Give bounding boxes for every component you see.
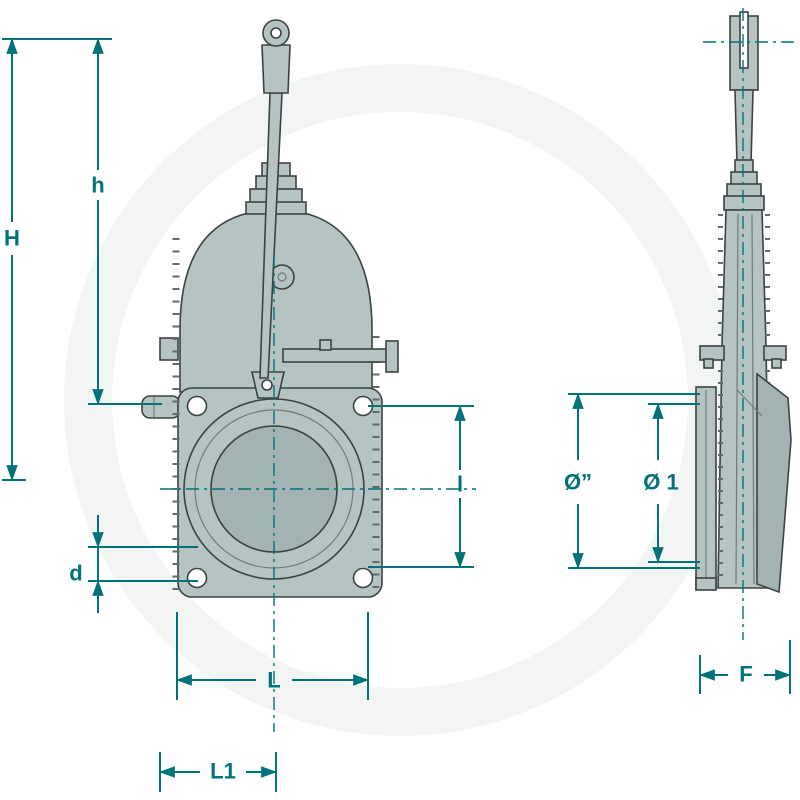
dimension-L1: L1 <box>158 752 278 792</box>
dimension-label-L: L <box>267 668 280 693</box>
side-bracket-bolt <box>703 358 714 369</box>
lever-grip <box>261 44 291 94</box>
side-flange-foot <box>695 577 717 591</box>
stem-rod <box>734 89 754 165</box>
dimension-label-H: H <box>4 226 20 251</box>
dimension-label-F: F <box>739 662 752 687</box>
wedge-detail-line <box>736 389 763 417</box>
side-body-line <box>735 213 739 585</box>
dimension-label-dia-1: Ø 1 <box>643 470 678 495</box>
dimension-H: H <box>2 37 112 482</box>
bolt-hole <box>186 395 208 417</box>
valve-bonnet-dome <box>179 209 373 393</box>
stem-fork-slot <box>739 11 749 69</box>
side-body-line <box>751 213 755 585</box>
side-view <box>695 11 792 594</box>
side-bracket-right <box>763 345 787 361</box>
dimension-label-l: l <box>457 472 463 497</box>
lever-bracket-end <box>385 340 399 373</box>
front-view <box>141 19 399 598</box>
bracket-bolt <box>319 339 332 351</box>
dimension-label-dia-outer: Ø” <box>564 470 592 495</box>
dimension-label-L1: L1 <box>210 759 236 784</box>
lever-eye-hole <box>270 27 282 39</box>
dimension-F: F <box>698 640 792 694</box>
dimension-label-d: d <box>69 561 82 586</box>
bolt-hole <box>186 567 208 589</box>
side-bracket-bolt <box>771 358 782 369</box>
dome-boss-center <box>277 272 287 282</box>
lever-bracket-arm <box>282 348 390 363</box>
gate-wedge <box>756 372 792 594</box>
dimension-dia-1: Ø 1 <box>643 402 700 564</box>
dimension-l: l <box>368 404 474 569</box>
dimension-h: h <box>88 37 162 406</box>
clevis-pin <box>261 379 273 391</box>
dimension-dia-outer: Ø” <box>564 392 700 570</box>
dimension-label-h: h <box>91 173 104 198</box>
side-cap-step <box>730 171 758 186</box>
side-bump <box>159 337 179 361</box>
side-cap-step <box>734 159 754 174</box>
side-cap-step <box>723 195 765 211</box>
dimension-L: L <box>175 612 370 700</box>
dimension-d: d <box>69 515 198 613</box>
side-cap-step <box>726 183 762 198</box>
dimensions: H h d l <box>2 37 792 792</box>
side-bracket-left <box>699 345 725 361</box>
bolt-hole <box>352 567 374 589</box>
